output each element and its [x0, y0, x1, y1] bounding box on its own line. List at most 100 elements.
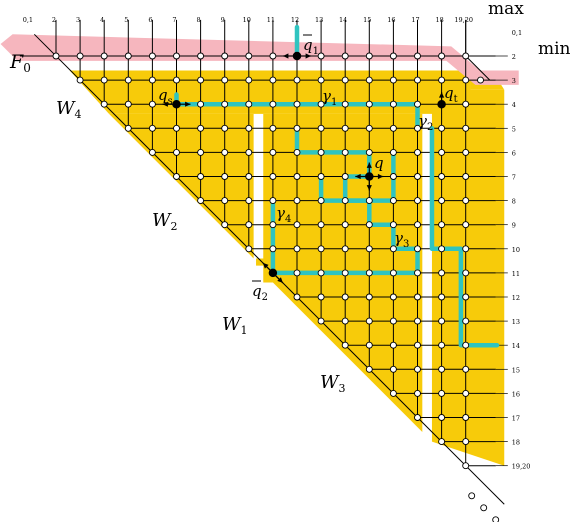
grid-node — [365, 52, 373, 60]
grid-node — [389, 100, 397, 108]
qs-label: qs — [158, 86, 173, 107]
grid-node — [341, 100, 349, 108]
nodes-layer — [52, 51, 500, 522]
grid-node — [438, 245, 446, 253]
top-tick-label: 6 — [148, 16, 152, 24]
grid-node — [414, 293, 421, 301]
grid-node — [197, 197, 205, 205]
grid-node — [317, 293, 325, 301]
right-tick-label: 19,20 — [512, 463, 531, 471]
gamma4-label: γ4 — [276, 204, 291, 225]
grid-node — [365, 365, 373, 373]
grid-node — [414, 52, 421, 60]
grid-node — [414, 317, 421, 325]
grid-node — [245, 173, 253, 180]
grid-node — [389, 173, 397, 180]
w2-label: W2 — [152, 210, 178, 233]
q-arrow-left-head — [355, 173, 361, 180]
right-tick-label: 7 — [512, 174, 516, 182]
grid-node — [245, 76, 253, 84]
q-arrow-up-head — [366, 162, 372, 168]
grid-node — [197, 148, 205, 156]
grid-node — [317, 148, 325, 156]
grid-node — [389, 52, 397, 60]
grid-node — [341, 293, 349, 301]
grid-node — [438, 173, 446, 180]
grid-node — [438, 317, 446, 325]
top-tick-label: 16 — [387, 16, 395, 24]
grid-node — [100, 52, 108, 60]
grid-node — [438, 365, 446, 373]
grid-node — [341, 76, 349, 84]
grid-node — [245, 100, 253, 108]
top-tick-label: 3 — [76, 16, 80, 24]
grid-node — [124, 52, 132, 60]
right-tick-label: 17 — [512, 415, 520, 423]
min-label: min — [538, 39, 571, 59]
right-tick-label: 4 — [512, 101, 516, 109]
grid-node — [438, 389, 446, 397]
grid-node — [462, 76, 470, 84]
grid-node — [293, 76, 301, 84]
top-tick-label: 9 — [221, 16, 225, 24]
top-tick-label: 2 — [52, 16, 56, 24]
grid-node — [293, 221, 301, 229]
grid-node — [245, 221, 253, 229]
top-tick-label: 11 — [267, 16, 275, 24]
grid-node — [438, 438, 446, 446]
grid-node — [197, 124, 205, 132]
grid-node — [365, 124, 373, 132]
grid-node — [221, 221, 229, 229]
top-tick-label: 0,1 — [23, 16, 33, 24]
grid-node — [462, 52, 470, 60]
right-tick-label: 3 — [512, 77, 516, 85]
grid-node — [245, 52, 253, 60]
grid-node — [414, 389, 421, 397]
grid-node — [269, 197, 277, 205]
grid-node — [438, 221, 446, 229]
grid-node — [221, 100, 229, 108]
region-w3 — [431, 89, 505, 466]
grid-node — [414, 148, 421, 156]
grid-node — [477, 76, 484, 84]
corner-diag-line — [465, 55, 491, 81]
right-tick-label: 9 — [512, 222, 516, 230]
grid-node — [414, 221, 421, 229]
right-tick-label: 13 — [512, 318, 520, 326]
grid-node — [197, 100, 205, 108]
boundary-band-layer — [0, 34, 519, 85]
q-arrow-right-head — [377, 173, 384, 180]
q-label: q — [374, 154, 384, 172]
grid-node — [173, 148, 180, 156]
grid-node — [365, 317, 373, 325]
top-tick-label: 18 — [435, 16, 443, 24]
grid-node — [462, 317, 470, 325]
top-tick-label: 14 — [339, 16, 347, 24]
grid-node — [462, 197, 470, 205]
grid-node — [389, 221, 397, 229]
boundary-band — [0, 34, 519, 85]
right-tick-label: 18 — [512, 439, 520, 447]
top-tick-label: 19,20 — [454, 16, 473, 24]
grid-node — [317, 245, 325, 253]
grid-node — [341, 221, 349, 229]
grid-node — [414, 269, 421, 277]
grid-node — [462, 148, 470, 156]
grid-node — [365, 341, 373, 349]
grid-node — [269, 100, 277, 108]
grid-node — [245, 245, 253, 253]
top-tick-label: 17 — [411, 16, 419, 24]
grid-node — [197, 76, 205, 84]
qt-arrow-up-head — [438, 92, 445, 98]
grid-node — [414, 365, 421, 373]
q2bar-arrow-upleft-head — [262, 262, 269, 269]
grid-node — [414, 341, 421, 349]
grid-node — [468, 492, 476, 500]
marked-node — [268, 268, 278, 278]
grid-node — [293, 124, 301, 132]
grid-node — [269, 124, 277, 132]
q-arrow-down-head — [366, 185, 372, 191]
grid-node — [341, 269, 349, 277]
grid-node — [317, 197, 325, 205]
right-tick-label: 16 — [512, 390, 520, 398]
